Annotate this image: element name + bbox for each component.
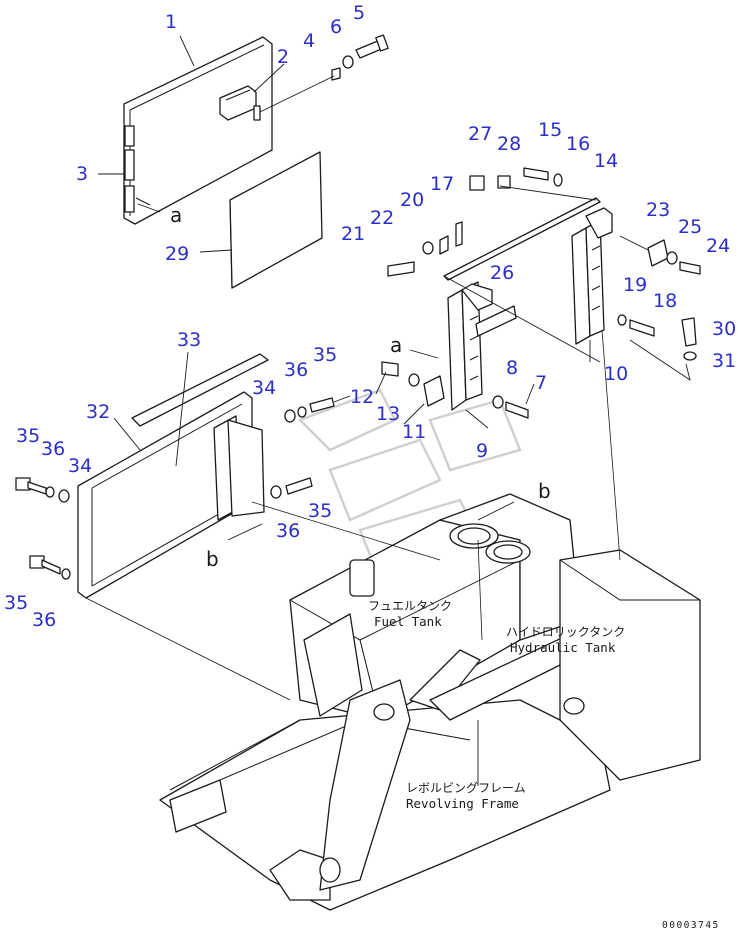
reference-letter-a: a: [170, 203, 182, 227]
part-number: 6: [330, 16, 342, 38]
part-number: 17: [430, 173, 454, 195]
assembly-guide-lines: [85, 329, 621, 701]
part-number: 14: [594, 150, 618, 172]
pad-part: [229, 151, 323, 289]
part-number: 8: [506, 357, 518, 379]
hydraulic-tank-label-en: Hydraulic Tank: [510, 640, 616, 655]
hydraulic-tank-label-jp: ハイドロリックタンク: [506, 625, 625, 639]
part-number: 7: [535, 372, 547, 394]
part-number: 36: [41, 438, 65, 460]
revolving-frame-label-jp: レボルビングフレーム: [406, 781, 526, 795]
reference-arrows: [137, 203, 515, 541]
part-number: 34: [252, 377, 276, 399]
part-number: 34: [68, 455, 92, 477]
revolving-frame-part: [159, 699, 611, 911]
part-number: 35: [16, 425, 40, 447]
part-number: 4: [303, 30, 315, 52]
radiator-frame-part: [77, 391, 265, 599]
part-number: 32: [86, 401, 110, 423]
part-number: 10: [604, 363, 628, 385]
part-number: 25: [678, 216, 702, 238]
hydraulic-tank-part: [439, 493, 581, 641]
door-fasteners: [259, 34, 389, 113]
part-number: 13: [376, 403, 400, 425]
part-number: 9: [476, 440, 488, 462]
drawing-code: 00003745: [662, 920, 720, 931]
part-number: 12: [350, 386, 374, 408]
plate-part: [475, 305, 517, 337]
bracket-part: [423, 375, 445, 407]
reference-letter-b: b: [206, 547, 219, 571]
part-number: 36: [276, 520, 300, 542]
stay-left-part: [447, 281, 493, 411]
part-number: 11: [402, 421, 426, 443]
part-number: 31: [712, 350, 736, 372]
revolving-frame-label-en: Revolving Frame: [406, 796, 519, 811]
stay-right-part: [571, 207, 613, 345]
reference-letter-a: a: [390, 333, 402, 357]
part-number: 35: [313, 344, 337, 366]
part-number: 1: [165, 11, 177, 33]
part-number: 29: [165, 243, 189, 265]
part-number: 15: [538, 119, 562, 141]
stay-fasteners: [381, 167, 701, 419]
part-number: 24: [706, 235, 730, 257]
part-number: 26: [490, 262, 514, 284]
strip-part: [443, 197, 601, 281]
part-number: 28: [497, 133, 521, 155]
radiator-fasteners: [15, 397, 335, 580]
part-number: 2: [277, 46, 289, 68]
swing-bracket-part: [319, 679, 411, 891]
part-number: 22: [370, 207, 394, 229]
part-leader-lines: [98, 35, 591, 467]
fuel-tank-label-en: Fuel Tank: [374, 614, 442, 629]
machine-body-right: [559, 549, 701, 781]
fuel-tank-label-jp: フュエルタンク: [368, 599, 452, 613]
part-number: 36: [284, 359, 308, 381]
seal-strip-part: [131, 353, 269, 427]
part-number: 36: [32, 609, 56, 631]
part-number: 35: [308, 500, 332, 522]
part-number: 16: [566, 133, 590, 155]
part-number: 21: [341, 223, 365, 245]
part-number: 19: [623, 274, 647, 296]
part-number: 27: [468, 123, 492, 145]
part-number: 30: [712, 318, 736, 340]
door-panel-part: [123, 36, 273, 225]
part-number: 23: [646, 199, 670, 221]
reference-letter-b: b: [538, 479, 551, 503]
part-number: 3: [76, 163, 88, 185]
part-number: 35: [4, 592, 28, 614]
part-number: 33: [177, 329, 201, 351]
part-number: 20: [400, 189, 424, 211]
part-number: 18: [653, 290, 677, 312]
part-number: 5: [353, 2, 365, 24]
